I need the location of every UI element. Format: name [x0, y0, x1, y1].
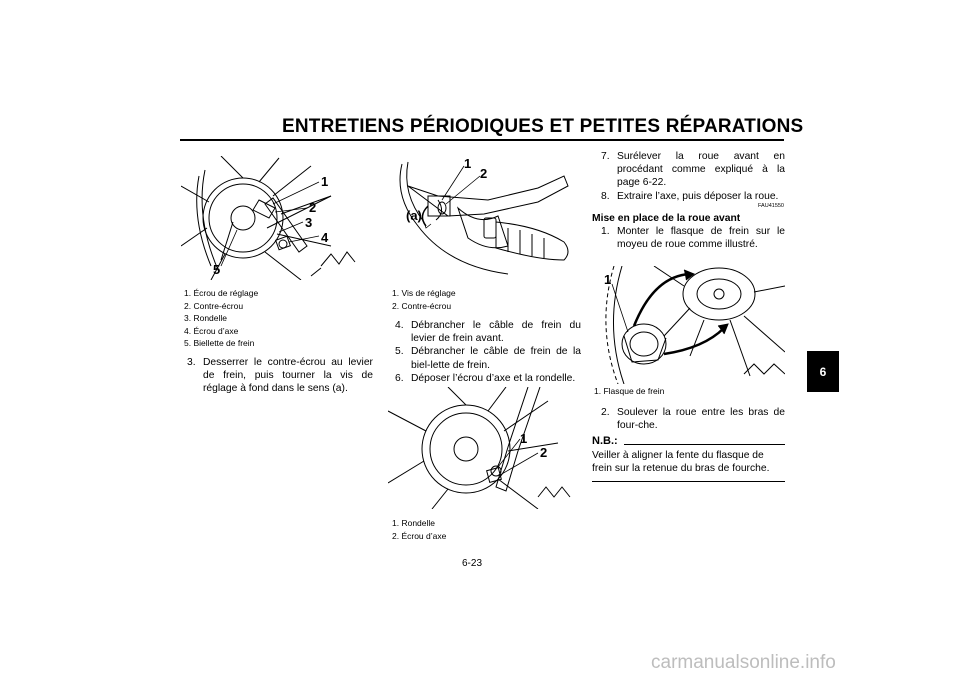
- note-rule-top: [623, 444, 785, 445]
- watermark: carmanualsonline.info: [651, 652, 836, 673]
- col1-steps: 3. Desserrer le contre-écrou au levier d…: [187, 356, 373, 396]
- reference-code: FAU41550: [758, 203, 784, 209]
- col2-steps: 4. Débrancher le câble de frein du levie…: [395, 319, 581, 385]
- caption-item: 2. Contre-écrou: [392, 300, 452, 311]
- fig2-label-1: 1: [464, 156, 471, 171]
- col3-steps-bottom: 2. Soulever la roue entre les bras de fo…: [601, 406, 785, 432]
- note-text: Veiller à aligner la fente du flasque de…: [592, 450, 770, 475]
- fig2-label-2: 2: [480, 166, 487, 181]
- caption-fig4: 1. Flasque de frein: [594, 385, 664, 398]
- caption-item: 4. Écrou d’axe: [184, 325, 239, 336]
- page-number: 6-23: [462, 558, 483, 569]
- step-4: 4. Débrancher le câble de frein du levie…: [395, 320, 581, 345]
- caption-fig1: 1. Écrou de réglage 2. Contre-écrou 3. R…: [184, 287, 258, 350]
- note-label: N.B.:: [592, 435, 618, 447]
- fig1-label-4: 4: [321, 230, 329, 245]
- fig3-label-1: 1: [520, 431, 527, 446]
- fig1-label-1: 1: [321, 174, 328, 189]
- fig1-label-3: 3: [305, 215, 312, 230]
- fig3-label-2: 2: [540, 445, 547, 460]
- title-rule: [180, 139, 784, 141]
- fig1-label-2: 2: [309, 200, 316, 215]
- page-title: ENTRETIENS PÉRIODIQUES ET PETITES RÉPARA…: [282, 116, 804, 137]
- figure-brake-plate: 1: [594, 266, 785, 384]
- step-3: 3. Desserrer le contre-écrou au levier d…: [187, 357, 373, 395]
- caption-item: 5. Biellette de frein: [184, 338, 255, 349]
- step-1: 1. Monter le flasque de frein sur le moy…: [601, 226, 785, 251]
- step-6: 6. Déposer l’écrou d’axe et la rondelle.: [395, 372, 576, 384]
- figure-brake-hub: 1 2 3 4 5: [181, 156, 372, 280]
- figure-axle-nut: 1 2: [388, 387, 581, 509]
- caption-item: 1. Flasque de frein: [594, 386, 665, 396]
- caption-item: 1. Écrou de réglage: [184, 288, 259, 298]
- caption-item: 1. Vis de réglage: [392, 288, 456, 298]
- caption-item: 1. Rondelle: [392, 518, 436, 528]
- chapter-tab: 6: [807, 351, 839, 392]
- caption-item: 2. Écrou d’axe: [392, 530, 447, 541]
- step-2: 2. Soulever la roue entre les bras de fo…: [601, 407, 785, 432]
- note-block: N.B.: Veiller à aligner la fente du flas…: [592, 435, 785, 483]
- fig2-label-a: (a): [406, 208, 422, 223]
- caption-item: 3. Rondelle: [184, 313, 228, 324]
- step-8: 8. Extraire l’axe, puis déposer la roue.: [601, 190, 779, 202]
- col3-steps-mid: 1. Monter le flasque de frein sur le moy…: [601, 225, 785, 251]
- caption-fig2: 1. Vis de réglage 2. Contre-écrou: [392, 287, 456, 312]
- section-heading: Mise en place de la roue avant: [592, 213, 741, 224]
- step-5: 5. Débrancher le câble de frein de la bi…: [395, 346, 581, 371]
- caption-fig3: 1. Rondelle 2. Écrou d’axe: [392, 517, 446, 542]
- step-7: 7. Surélever la roue avant en procédant …: [601, 151, 785, 189]
- note-rule-bottom: [592, 481, 785, 483]
- figure-brake-lever: 1 2 (a): [388, 156, 581, 280]
- fig4-label-1: 1: [604, 272, 611, 287]
- col3-steps-top: 7. Surélever la roue avant en procédant …: [601, 150, 785, 203]
- fig1-label-5: 5: [213, 262, 220, 277]
- caption-item: 2. Contre-écrou: [184, 300, 244, 311]
